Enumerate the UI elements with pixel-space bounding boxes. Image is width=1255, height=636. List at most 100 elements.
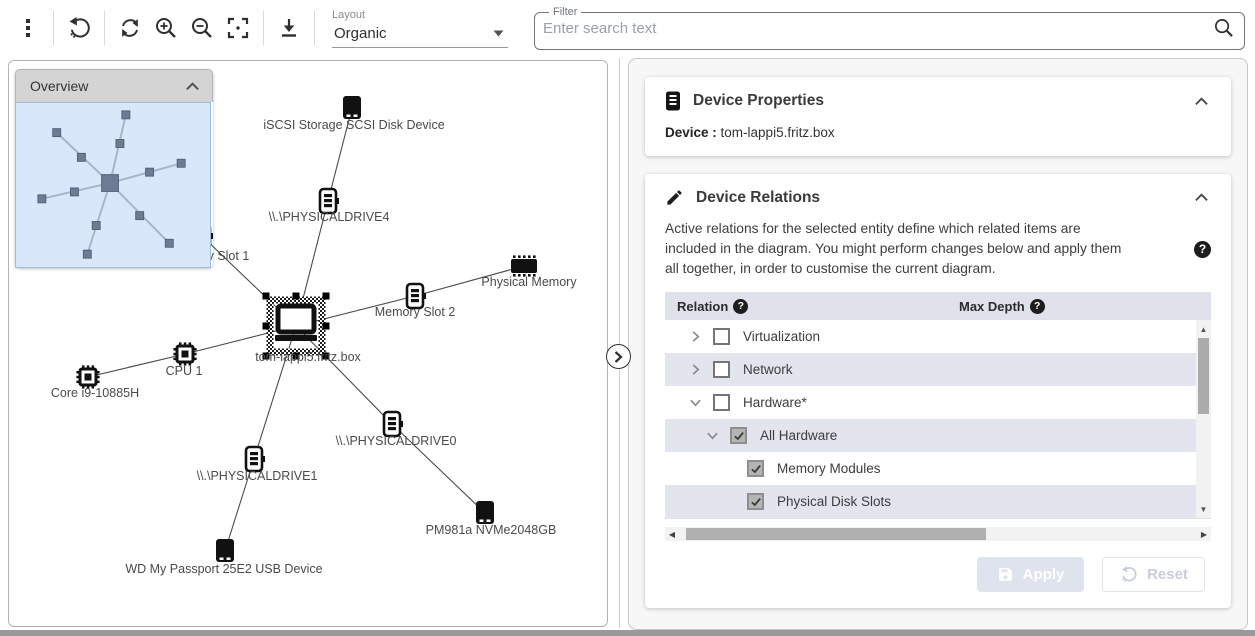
overview-title: Overview xyxy=(30,78,89,94)
zoom-out-button[interactable] xyxy=(184,10,220,46)
graph-edge xyxy=(224,458,255,552)
apply-button[interactable]: Apply xyxy=(977,557,1084,593)
toolbar-separator xyxy=(263,11,264,45)
scroll-down-arrow[interactable]: ▼ xyxy=(1199,504,1208,514)
checkbox-checked[interactable] xyxy=(747,493,764,511)
graph-node-pm981[interactable] xyxy=(476,501,494,524)
fit-to-view-button[interactable] xyxy=(220,10,256,46)
relations-table-header: Relation ? Max Depth ? xyxy=(665,292,1211,321)
scroll-up-arrow[interactable]: ▲ xyxy=(1199,324,1208,334)
zoom-in-button[interactable] xyxy=(148,10,184,46)
scroll-right-arrow[interactable]: ▶ xyxy=(1200,529,1208,539)
graph-node-pd0[interactable] xyxy=(382,410,403,438)
device-relations-description: Active relations for the selected entity… xyxy=(665,221,1122,277)
help-icon[interactable]: ? xyxy=(733,298,749,314)
graph-edge xyxy=(414,265,525,297)
graph-node-label: \\.\PHYSICALDRIVE4 xyxy=(269,210,390,224)
tree-row-network[interactable]: Network xyxy=(665,353,1211,387)
minimap-node xyxy=(115,139,125,148)
selection-handle[interactable] xyxy=(262,322,270,330)
scrollbar-thumb[interactable] xyxy=(1198,338,1209,415)
search-input[interactable] xyxy=(543,19,1205,37)
minimap-node xyxy=(164,238,174,248)
topology-graph[interactable]: tom-lappi5.fritz.box\\.\PHYSICALDRIVE4iS… xyxy=(9,61,607,626)
search-button[interactable] xyxy=(1205,15,1236,41)
scrollbar-thumb[interactable] xyxy=(686,528,986,541)
collapse-device-relations-button[interactable] xyxy=(1192,188,1211,207)
rotate-ccw-icon xyxy=(69,17,90,38)
tree-indent xyxy=(721,494,737,510)
minimap-node xyxy=(37,194,47,204)
layout-select[interactable]: Layout Organic xyxy=(332,9,508,48)
minimap-edge xyxy=(86,182,111,255)
graph-node-label: PM981a NVMe2048GB xyxy=(426,523,557,537)
graph-node-label: Physical Memory xyxy=(481,275,577,289)
selection-handle[interactable] xyxy=(322,322,330,330)
graph-node-cpu1[interactable] xyxy=(173,342,197,366)
selection-handle[interactable] xyxy=(262,352,270,360)
chevron-down-icon[interactable] xyxy=(704,428,720,444)
reset-button[interactable]: Reset xyxy=(1102,557,1205,593)
refresh-button[interactable] xyxy=(112,10,148,46)
collapse-device-properties-button[interactable] xyxy=(1192,92,1211,111)
overview-minimap[interactable] xyxy=(15,102,211,268)
selection-frame xyxy=(266,296,326,356)
tree-row-label: Physical Disk Slots xyxy=(777,494,892,510)
chevron-right-icon[interactable] xyxy=(687,329,703,345)
checkbox-checked[interactable] xyxy=(747,460,764,478)
checkbox-unchecked[interactable] xyxy=(713,328,730,346)
help-icon[interactable]: ? xyxy=(1194,240,1211,258)
overview-header[interactable]: Overview xyxy=(15,69,213,102)
graph-node-central[interactable] xyxy=(262,292,330,360)
help-icon[interactable]: ? xyxy=(1029,298,1045,314)
pencil-icon xyxy=(667,190,682,205)
selection-handle[interactable] xyxy=(292,292,300,300)
layout-select-label: Layout xyxy=(332,8,366,21)
vertical-scrollbar[interactable]: ▲ ▼ xyxy=(1196,320,1211,519)
properties-sidebar: Device Properties Device : tom-lappi5.fr… xyxy=(628,58,1248,630)
device-value: tom-lappi5.fritz.box xyxy=(720,125,835,140)
device-relations-card: Device Relations Active relations for th… xyxy=(645,174,1231,609)
tree-row-memory-modules[interactable]: Memory Modules xyxy=(665,452,1211,485)
selection-handle[interactable] xyxy=(322,292,330,300)
device-label: Device : xyxy=(665,125,717,140)
minimap-node xyxy=(70,187,79,197)
tree-row-physical-disk-slots[interactable]: Physical Disk Slots xyxy=(665,485,1211,519)
graph-node-wd[interactable] xyxy=(216,539,234,562)
tree-row-virtualization[interactable]: Virtualization xyxy=(665,320,1211,353)
expand-panel-button[interactable] xyxy=(606,344,631,369)
graph-node-core[interactable] xyxy=(76,365,100,389)
graph-node-iscsi[interactable] xyxy=(343,96,361,119)
checkbox-unchecked[interactable] xyxy=(713,361,730,379)
graph-node-pm[interactable] xyxy=(511,255,537,277)
minimap-node xyxy=(101,174,119,192)
chevron-right-icon[interactable] xyxy=(687,362,703,378)
selection-handle[interactable] xyxy=(292,352,300,360)
menu-button[interactable] xyxy=(10,10,46,46)
graph-edge xyxy=(295,325,393,425)
kebab-menu-icon xyxy=(26,19,30,37)
tree-row-hardware-[interactable]: Hardware* xyxy=(665,386,1211,419)
graph-node-ms2[interactable] xyxy=(405,282,426,310)
chevron-up-icon[interactable] xyxy=(185,81,200,91)
horizontal-scrollbar[interactable]: ◀ ▶ xyxy=(665,527,1211,542)
graph-node-label: Memory Slot 2 xyxy=(375,305,456,319)
minimap-node xyxy=(52,128,62,138)
graph-node-pd1[interactable] xyxy=(244,445,265,473)
device-properties-card: Device Properties Device : tom-lappi5.fr… xyxy=(645,77,1231,156)
selection-handle[interactable] xyxy=(322,352,330,360)
overview-panel: Overview xyxy=(15,69,213,268)
checkbox-checked[interactable] xyxy=(730,427,747,445)
chevron-down-icon[interactable] xyxy=(687,395,703,411)
checkbox-unchecked[interactable] xyxy=(713,394,730,412)
reset-layout-button[interactable] xyxy=(61,10,97,46)
tree-row-all-hardware[interactable]: All Hardware xyxy=(665,419,1211,453)
scroll-left-arrow[interactable]: ◀ xyxy=(668,529,676,539)
layout-select-value: Organic xyxy=(334,24,387,42)
graph-node-pd4[interactable] xyxy=(318,187,339,215)
selection-handle[interactable] xyxy=(262,292,270,300)
download-button[interactable] xyxy=(271,10,307,46)
tree-indent xyxy=(721,461,737,477)
